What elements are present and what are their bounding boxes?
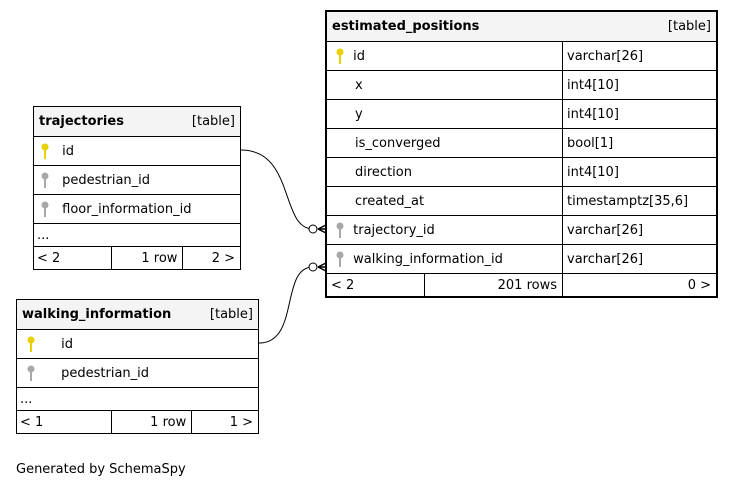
relationship-walking-link — [258, 266, 314, 344]
table-row: id — [16, 329, 259, 359]
row-count: 1 row — [110, 410, 193, 434]
table-row: pedestrian_id — [33, 165, 241, 195]
column-name: is_converged — [326, 128, 563, 158]
table-row: id — [33, 136, 241, 166]
column-type: varchar[26] — [562, 244, 717, 274]
column-name: id — [353, 48, 366, 64]
foreign-key-icon — [336, 222, 344, 238]
relationship-trajectory-crowfoot — [317, 224, 327, 234]
column-type: int4[10] — [562, 157, 717, 187]
table-name: trajectories — [39, 114, 124, 129]
children-count[interactable]: 0 > — [562, 273, 717, 297]
foreign-key-icon — [27, 365, 35, 381]
column-name: y — [326, 99, 563, 129]
table-row: ... — [33, 223, 241, 247]
column-name: trajectory_id — [353, 222, 435, 238]
row-count: 1 row — [110, 246, 184, 270]
table-name: estimated_positions — [332, 19, 480, 34]
relationship-trajectory-optional-marker — [308, 224, 318, 234]
table-row: pedestrian_id — [16, 358, 259, 388]
primary-key-icon — [336, 48, 344, 64]
generated-by-label: Generated by SchemaSpy — [16, 462, 186, 477]
table-type: [table] — [209, 307, 253, 322]
table-row: ... — [16, 387, 259, 411]
column-type: varchar[26] — [562, 41, 717, 71]
column-type: int4[10] — [562, 99, 717, 129]
column-name: pedestrian_id — [61, 365, 150, 381]
table-type: [table] — [667, 19, 711, 34]
table-row: id varchar[26] — [326, 41, 717, 71]
table-row: y int4[10] — [326, 99, 717, 129]
table-row: direction int4[10] — [326, 157, 717, 187]
table-row: trajectory_id varchar[26] — [326, 215, 717, 245]
column-name: floor_information_id — [62, 201, 192, 217]
children-count[interactable]: 2 > — [182, 246, 241, 270]
table-footer: < 2 201 rows 0 > — [325, 273, 717, 297]
table-footer: < 2 1 row 2 > — [33, 246, 241, 270]
column-type: varchar[26] — [562, 215, 717, 245]
table-type: [table] — [191, 114, 235, 129]
table-name: walking_information — [22, 307, 172, 322]
column-name: walking_information_id — [353, 251, 503, 267]
more-columns-ellipsis: ... — [33, 223, 241, 247]
column-name: created_at — [326, 186, 563, 216]
table-row: floor_information_id — [33, 194, 241, 224]
walking-information-table: walking_information [table] id pedestria… — [16, 299, 259, 434]
trajectories-table: trajectories [table] id pedestrian_id fl… — [33, 106, 241, 270]
table-row: x int4[10] — [326, 70, 717, 100]
table-row: created_at timestamptz[35,6] — [326, 186, 717, 216]
primary-key-icon — [27, 336, 35, 352]
parents-count[interactable]: < 2 — [33, 246, 112, 270]
table-header: estimated_positions [table] — [326, 11, 717, 42]
column-type: timestamptz[35,6] — [562, 186, 717, 216]
column-name: x — [326, 70, 563, 100]
column-type: int4[10] — [562, 70, 717, 100]
relationship-trajectory-link — [240, 149, 314, 230]
foreign-key-icon — [41, 172, 49, 188]
column-name: pedestrian_id — [62, 172, 151, 188]
table-footer: < 1 1 row 1 > — [16, 410, 259, 434]
column-type: bool[1] — [562, 128, 717, 158]
more-columns-ellipsis: ... — [16, 387, 259, 411]
column-name: id — [62, 143, 75, 159]
primary-key-icon — [41, 143, 49, 159]
table-header: trajectories [table] — [33, 106, 241, 137]
table-row: is_converged bool[1] — [326, 128, 717, 158]
parents-count[interactable]: < 1 — [16, 410, 112, 434]
foreign-key-icon — [336, 251, 344, 267]
foreign-key-icon — [41, 201, 49, 217]
relationship-walking-optional-marker — [308, 262, 318, 272]
table-header: walking_information [table] — [16, 299, 259, 330]
row-count: 201 rows — [424, 273, 563, 297]
estimated-positions-table: estimated_positions [table] id varchar[2… — [325, 10, 718, 298]
children-count[interactable]: 1 > — [191, 410, 259, 434]
relationship-walking-crowfoot — [317, 262, 327, 272]
table-row: walking_information_id varchar[26] — [326, 244, 717, 274]
parents-count[interactable]: < 2 — [325, 273, 426, 297]
column-name: id — [61, 336, 74, 352]
column-name: direction — [326, 157, 563, 187]
